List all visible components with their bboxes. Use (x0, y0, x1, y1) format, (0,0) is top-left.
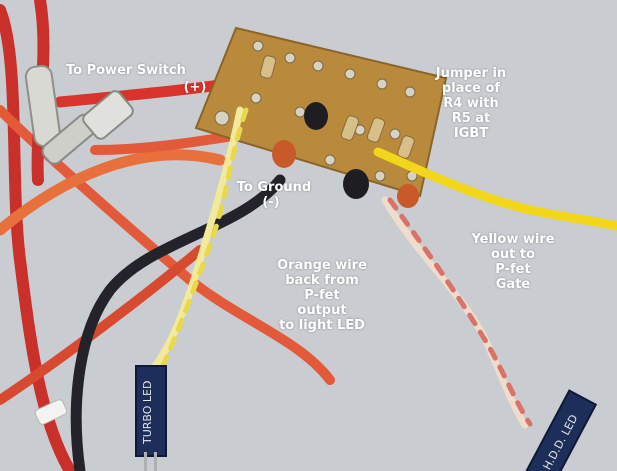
hdd-led-connector: H.D.D. LED (522, 389, 598, 471)
power-switch-label: To Power Switch (66, 63, 186, 78)
hdd-twisted-wire (381, 196, 533, 429)
spade-connectors (24, 64, 134, 165)
yellow-wire (373, 147, 617, 231)
turbo-twisted-wire (146, 106, 249, 376)
yellow-wire-label: Yellow wire out to P-fet Gate (471, 232, 555, 292)
ground-label: To Ground (236, 180, 312, 195)
turbo-led-connector: TURBO LED (135, 365, 167, 471)
jumper-label: Jumper in place of R4 with R5 at IGBT (435, 66, 507, 141)
turbo-led-text: TURBO LED (141, 381, 154, 445)
ground-sign-label: (-) (262, 195, 280, 210)
power-sign-label: (+) (183, 80, 207, 95)
orange-wire-label: Orange wire back from P-fet output to li… (277, 258, 367, 333)
cable-tie (34, 399, 68, 425)
ground-wire (70, 174, 286, 471)
